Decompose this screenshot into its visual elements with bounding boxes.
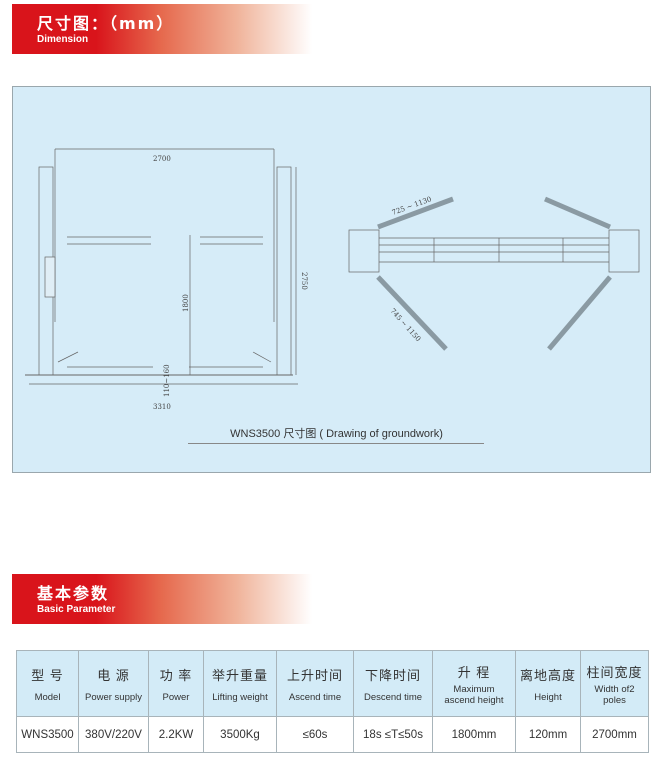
cell-descend-time: 18s ≤T≤50s bbox=[353, 716, 433, 753]
cell-power: 2.2KW bbox=[148, 716, 204, 753]
cell-height: 120mm bbox=[515, 716, 581, 753]
cell-max-height: 1800mm bbox=[432, 716, 516, 753]
parameter-subtitle: Basic Parameter bbox=[37, 604, 116, 615]
cell-model: WNS3500 bbox=[16, 716, 79, 753]
dim-2750: 2750 bbox=[300, 272, 308, 290]
dim-arm-long: 745 ~ 1150 bbox=[389, 307, 423, 343]
cell-lifting-weight: 3500Kg bbox=[203, 716, 277, 753]
dim-2700: 2700 bbox=[153, 155, 171, 163]
cell-pole-width: 2700mm bbox=[580, 716, 649, 753]
cell-ascend-time: ≤60s bbox=[276, 716, 354, 753]
dim-3310: 3310 bbox=[153, 403, 171, 411]
dim-1800: 1800 bbox=[182, 294, 190, 312]
groundwork-drawing-panel: 2700 3310 2750 1800 110~160 725 ~ 1130 7… bbox=[12, 86, 651, 473]
dimension-banner: 尺寸图：（mm） Dimension bbox=[12, 4, 312, 54]
parameter-banner: 基本参数 Basic Parameter bbox=[12, 574, 312, 624]
table-row: WNS3500 380V/220V 2.2KW 3500Kg ≤60s 18s … bbox=[16, 716, 649, 753]
lift-drawing: 2700 3310 2750 1800 110~160 725 ~ 1130 7… bbox=[25, 148, 640, 411]
front-view: 2700 3310 2750 1800 110~160 bbox=[25, 148, 308, 411]
dim-ground: 110~160 bbox=[163, 364, 171, 397]
drawing-caption: WNS3500 尺寸图 ( Drawing of groundwork) bbox=[230, 428, 443, 440]
top-view: 725 ~ 1130 745 ~ 1150 bbox=[348, 195, 640, 351]
caption-divider bbox=[188, 443, 484, 444]
parameter-title: 基本参数 bbox=[37, 584, 110, 603]
cell-power-supply: 380V/220V bbox=[78, 716, 149, 753]
dimension-title: 尺寸图：（mm） bbox=[37, 14, 175, 33]
dimension-subtitle: Dimension bbox=[37, 34, 89, 45]
